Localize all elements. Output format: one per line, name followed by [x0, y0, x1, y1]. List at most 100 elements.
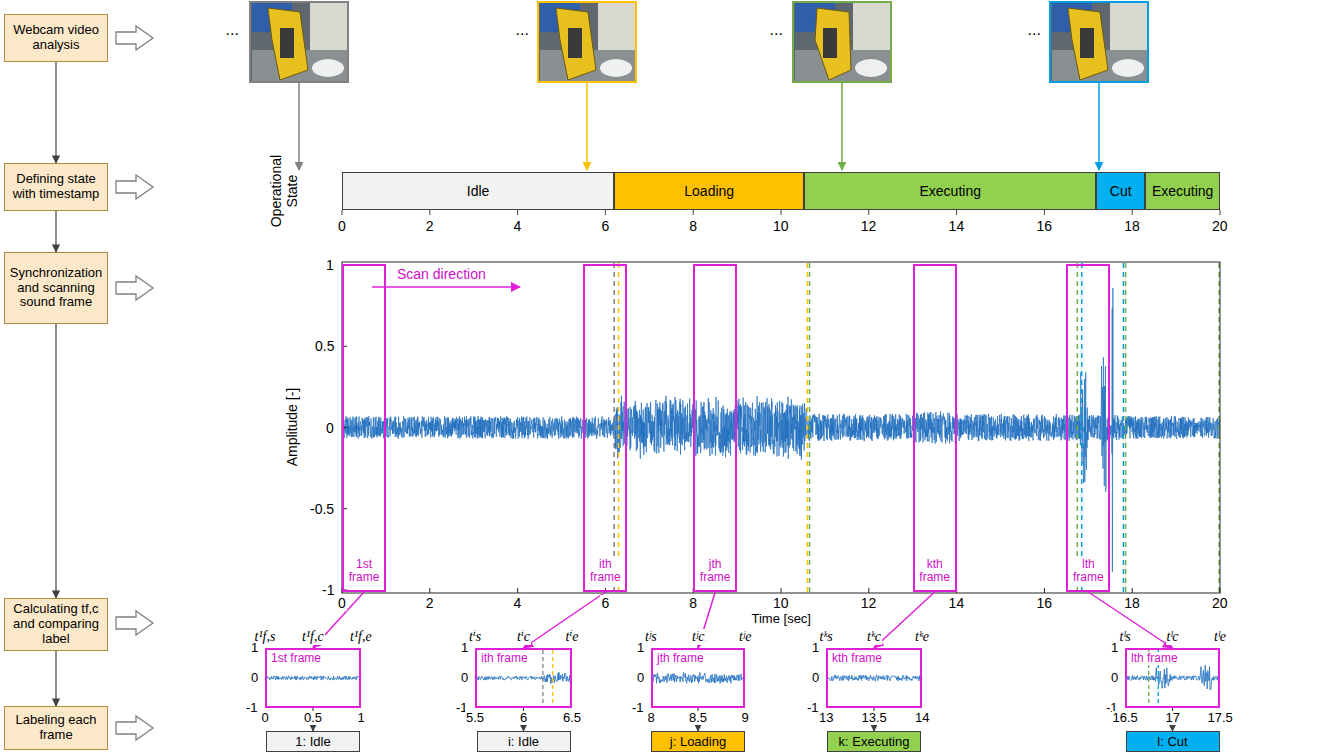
tick-label: 1: [811, 641, 820, 656]
time-marker: tˡc: [1166, 629, 1180, 645]
state-segment: Cut: [1096, 172, 1145, 210]
node-text: Labeling each frame: [8, 713, 104, 743]
tick-label: 8: [688, 595, 698, 611]
axis-tick: [693, 210, 694, 215]
tick-label: 5.5: [465, 711, 485, 726]
label-box: 1: Idle: [266, 731, 360, 752]
machine-part: [312, 59, 344, 77]
frame-zoom-panel: kth frame: [826, 648, 922, 708]
machine-frame: [1110, 2, 1148, 82]
yellow-machine: [815, 8, 851, 80]
screenshot-border: [1050, 2, 1148, 82]
node-text: lth frame: [1130, 652, 1179, 665]
state-boundary: [552, 650, 553, 706]
tick-label: 1: [460, 641, 469, 656]
axis-tick: [342, 210, 343, 215]
axis-tick: [1132, 588, 1133, 593]
state-boundary: [618, 263, 620, 592]
tick-label: 2: [425, 218, 435, 234]
node-text: Cut: [1110, 183, 1132, 199]
axis-tick: [517, 588, 518, 593]
state-segment: Executing: [1145, 172, 1220, 210]
scan-arrow: [372, 286, 520, 288]
tick-label: 0: [325, 420, 335, 436]
tick-label: -0.5: [309, 501, 335, 517]
webcam-screenshot: [250, 2, 348, 170]
tick-label: 20: [1211, 595, 1229, 611]
machine-part: [600, 59, 632, 77]
process-box: Defining state with timestamp: [4, 163, 108, 211]
state-pointer: [298, 83, 300, 170]
flow-arrow: [55, 62, 56, 163]
label-box: j: Loading: [651, 731, 745, 752]
tick-label: 18: [1123, 595, 1141, 611]
tick-label: 14: [948, 218, 966, 234]
time-marker: tʲe: [738, 629, 752, 645]
tick-label: 8: [688, 218, 698, 234]
axis-title: Scan direction: [396, 266, 487, 282]
tick-label: 14: [914, 711, 930, 726]
frame-waveform: [1125, 665, 1220, 690]
yellow-machine: [1068, 8, 1108, 80]
frame-zoom-panel: ith frame: [475, 648, 572, 708]
axis-tick: [1132, 210, 1133, 215]
axis-tick: [1220, 588, 1221, 593]
flow-arrow: [55, 211, 56, 252]
sound-frame: ith frame: [583, 264, 627, 592]
node-text: i: Idle: [508, 734, 539, 749]
webcam-screenshot: [793, 2, 891, 170]
tick-label: 6.5: [562, 711, 582, 726]
axis-tick: [956, 210, 957, 215]
state-pointer: [1098, 83, 1100, 170]
ellipsis: ...: [1027, 21, 1042, 39]
machine-part: [823, 28, 837, 58]
tick-label: -1: [245, 701, 259, 716]
machine-part: [1112, 59, 1144, 77]
tick-label: 8: [647, 711, 656, 726]
axis-tick: [429, 588, 430, 593]
node-text: Defining state with timestamp: [8, 172, 104, 202]
axis-tick: [517, 210, 518, 215]
tick-label: 0: [460, 671, 469, 686]
yellow-machine: [268, 8, 308, 80]
state-boundary: [542, 650, 543, 706]
tick-label: 0: [250, 671, 259, 686]
label-box: i: Idle: [477, 731, 571, 752]
tick-label: -1: [321, 582, 335, 598]
tick-label: -1: [631, 701, 645, 716]
sound-frame: jth frame: [693, 264, 737, 592]
plot-frame: [342, 262, 1220, 593]
node-text: jth frame: [656, 652, 705, 665]
node-text: kth frame: [831, 652, 883, 665]
time-marker: tˡs: [1119, 629, 1132, 645]
tick-label: 6: [600, 595, 610, 611]
node-text: Executing: [1152, 183, 1213, 199]
process-box: Calculating tf,c and comparing label: [4, 598, 108, 651]
sound-frame: 1st frame: [342, 264, 386, 592]
state-boundary: [1077, 263, 1079, 592]
sound-frame: lth frame: [1066, 264, 1110, 592]
time-marker: tˡe: [1213, 629, 1227, 645]
waveform-group: [342, 288, 1220, 572]
axis-tick: [1044, 210, 1045, 215]
axis-title: Operational State: [268, 148, 300, 234]
zoom-arrow: [1088, 592, 1172, 648]
tick-label: 16.5: [1112, 711, 1139, 726]
axis-tick: [1044, 588, 1045, 593]
node-text: 1: Idle: [295, 734, 330, 749]
frame-zoom-panel: jth frame: [651, 648, 745, 708]
zoom-arrow: [524, 592, 606, 648]
node-text: kth frame: [915, 558, 955, 584]
process-box: Labeling each frame: [4, 706, 108, 750]
ellipsis: ...: [769, 21, 784, 39]
machine-frame: [310, 2, 348, 82]
node-text: jth frame: [695, 558, 735, 584]
node-text: Executing: [919, 183, 980, 199]
label-box: k: Executing: [827, 731, 921, 752]
tick-label: 4: [513, 218, 523, 234]
tick-label: 0: [636, 671, 645, 686]
sound-frame: kth frame: [913, 264, 957, 592]
tick-label: 1: [636, 641, 645, 656]
tick-label: 17.5: [1207, 711, 1234, 726]
tick-label: 16: [1035, 218, 1053, 234]
